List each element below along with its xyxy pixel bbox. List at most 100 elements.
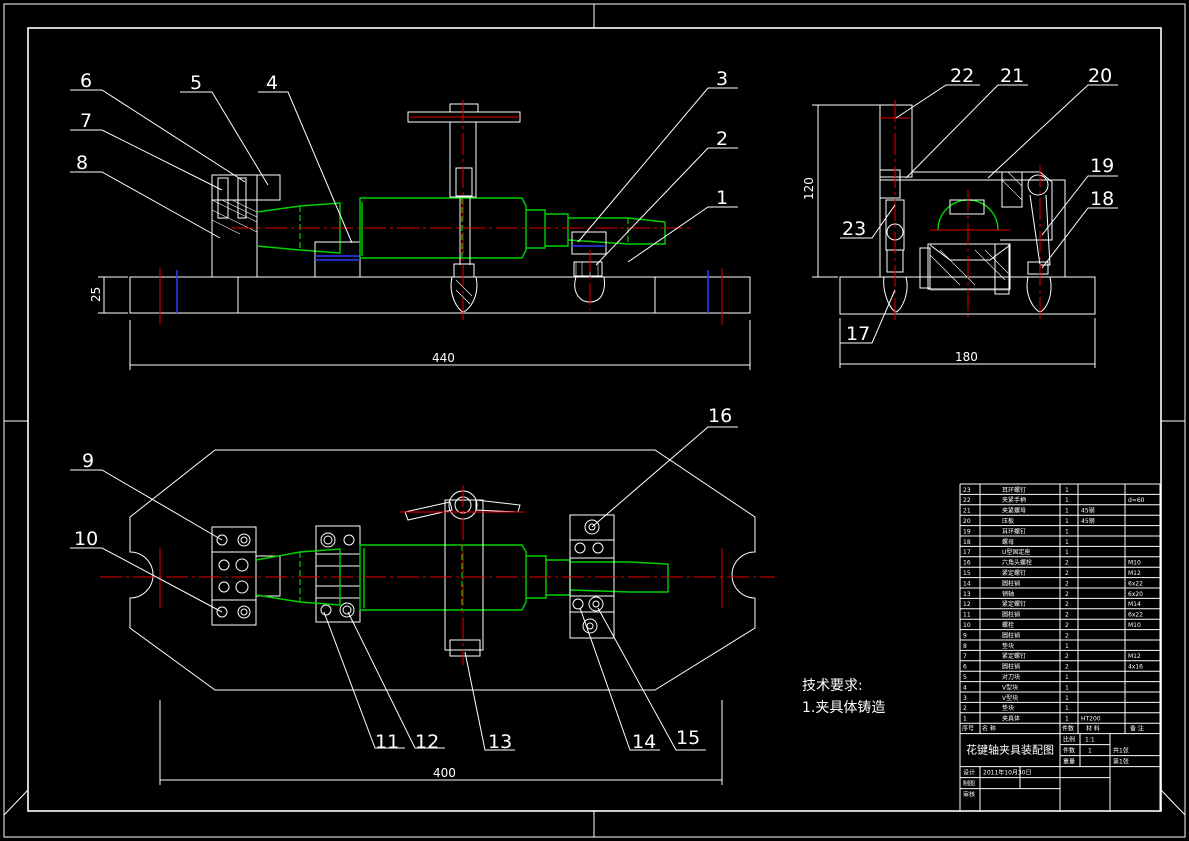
callout-5: 5 [190, 72, 202, 94]
callout-17: 17 [846, 323, 870, 345]
parts-row-number: 10 [963, 622, 971, 629]
callout-1: 1 [716, 187, 728, 209]
parts-row-material: HT200 [1081, 716, 1101, 723]
parts-row-name: 圆柱销 [1002, 579, 1020, 587]
scale-value: 1:1 [1085, 737, 1095, 744]
callout-8: 8 [76, 152, 88, 174]
header-note: 备 注 [1130, 725, 1144, 733]
parts-row-material: 45钢 [1081, 517, 1095, 525]
parts-row-material: 45钢 [1081, 507, 1095, 515]
callout-3: 3 [716, 68, 728, 90]
parts-row-qty: 1 [1065, 497, 1069, 504]
parts-row-note: M12 [1128, 570, 1141, 577]
parts-row-name: U型固定座 [1002, 548, 1030, 556]
header-qty: 件数 [1062, 725, 1074, 733]
parts-row-name: 垫块 [1002, 704, 1014, 712]
sheet-total: 共1张 [1113, 747, 1129, 755]
header-material: 材 料 [1086, 725, 1100, 733]
title-block-title: 花键轴夹具装配图 [966, 743, 1054, 757]
parts-row-qty: 2 [1065, 601, 1069, 608]
parts-row-number: 17 [963, 549, 971, 556]
parts-row-qty: 2 [1065, 560, 1069, 567]
parts-row-name: 螺母 [1002, 538, 1014, 546]
qty-value: 1 [1088, 748, 1092, 755]
parts-row-number: 21 [963, 508, 971, 515]
callout-20: 20 [1088, 65, 1112, 87]
parts-row-qty: 2 [1065, 612, 1069, 619]
parts-row-note: M10 [1128, 560, 1141, 567]
dim-side-width: 180 [955, 350, 978, 364]
parts-row-note: M12 [1128, 653, 1141, 660]
parts-row-name: 六角头螺栓 [1002, 559, 1032, 567]
parts-row-qty: 2 [1065, 622, 1069, 629]
parts-row-note: M14 [1128, 601, 1141, 608]
callout-15: 15 [676, 727, 700, 749]
parts-row-note: 6x22 [1128, 580, 1143, 587]
parts-row-number: 23 [963, 487, 971, 494]
scale-label: 比例 [1063, 736, 1075, 744]
parts-row-name: 夹具体 [1002, 715, 1020, 723]
callout-6: 6 [80, 70, 92, 92]
parts-row-note: 4x16 [1128, 664, 1143, 671]
centering-marks [3, 3, 1186, 838]
parts-row-number: 3 [963, 695, 967, 702]
parts-row-number: 13 [963, 591, 971, 598]
parts-row-qty: 1 [1065, 518, 1069, 525]
callout-18: 18 [1090, 188, 1114, 210]
parts-row-number: 5 [963, 674, 967, 681]
sheet-number: 第1张 [1113, 758, 1129, 766]
callout-4: 4 [266, 72, 278, 94]
parts-row-number: 20 [963, 518, 971, 525]
parts-row-number: 16 [963, 560, 971, 567]
dim-side-height: 120 [802, 177, 816, 200]
parts-row-number: 22 [963, 497, 971, 504]
parts-row-number: 1 [963, 716, 967, 723]
parts-row-qty: 2 [1065, 580, 1069, 587]
parts-row-qty: 2 [1065, 653, 1069, 660]
parts-row-qty: 2 [1065, 591, 1069, 598]
parts-row-name: 对刀块 [1002, 673, 1020, 681]
parts-row-name: 销轴 [1002, 590, 1014, 598]
parts-row-qty: 2 [1065, 570, 1069, 577]
parts-row-name: 耳环螺钉 [1002, 486, 1026, 494]
parts-row-name: 紧定螺钉 [1002, 569, 1026, 577]
drafter-label: 制图 [963, 780, 975, 788]
parts-row-name: 耳环螺钉 [1002, 527, 1026, 535]
callout-13: 13 [488, 731, 512, 753]
inner-border [27, 27, 1162, 812]
dim-top-length: 400 [433, 766, 456, 780]
parts-row-qty: 1 [1065, 695, 1069, 702]
parts-row-number: 9 [963, 632, 967, 639]
callout-10: 10 [74, 528, 98, 550]
callout-19: 19 [1090, 155, 1114, 177]
parts-row-qty: 2 [1065, 632, 1069, 639]
callout-14: 14 [632, 731, 656, 753]
callout-numbers: 1 2 3 4 5 6 7 8 9 10 11 12 13 14 15 16 1… [74, 65, 1114, 753]
parts-row-note: M10 [1128, 622, 1141, 629]
callout-7: 7 [80, 110, 92, 132]
parts-row-name: 螺栓 [1002, 621, 1014, 629]
callout-9: 9 [82, 450, 94, 472]
parts-row-qty: 1 [1065, 643, 1069, 650]
parts-row-qty: 1 [1065, 549, 1069, 556]
callout-12: 12 [415, 731, 439, 753]
weight-label: 重量 [1063, 758, 1075, 766]
parts-row-qty: 1 [1065, 528, 1069, 535]
designer-label: 设计 [963, 769, 975, 777]
parts-row-number: 18 [963, 539, 971, 546]
dim-front-length: 440 [432, 351, 455, 365]
parts-row-name: 夹紧手柄 [1002, 496, 1026, 504]
callout-16: 16 [708, 405, 732, 427]
designer-value: 2011年10月30日 [983, 769, 1032, 777]
parts-row-qty: 2 [1065, 664, 1069, 671]
tech-requirements-heading: 技术要求: [802, 678, 863, 694]
parts-row-number: 4 [963, 684, 967, 691]
parts-row-name: 夹紧螺母 [1002, 507, 1026, 515]
parts-row-qty: 1 [1065, 716, 1069, 723]
parts-row-number: 19 [963, 528, 971, 535]
front-view [98, 100, 751, 370]
parts-row-qty: 1 [1065, 508, 1069, 515]
parts-row-number: 11 [963, 612, 971, 619]
parts-row-note: 6x22 [1128, 612, 1143, 619]
parts-row-number: 8 [963, 643, 967, 650]
